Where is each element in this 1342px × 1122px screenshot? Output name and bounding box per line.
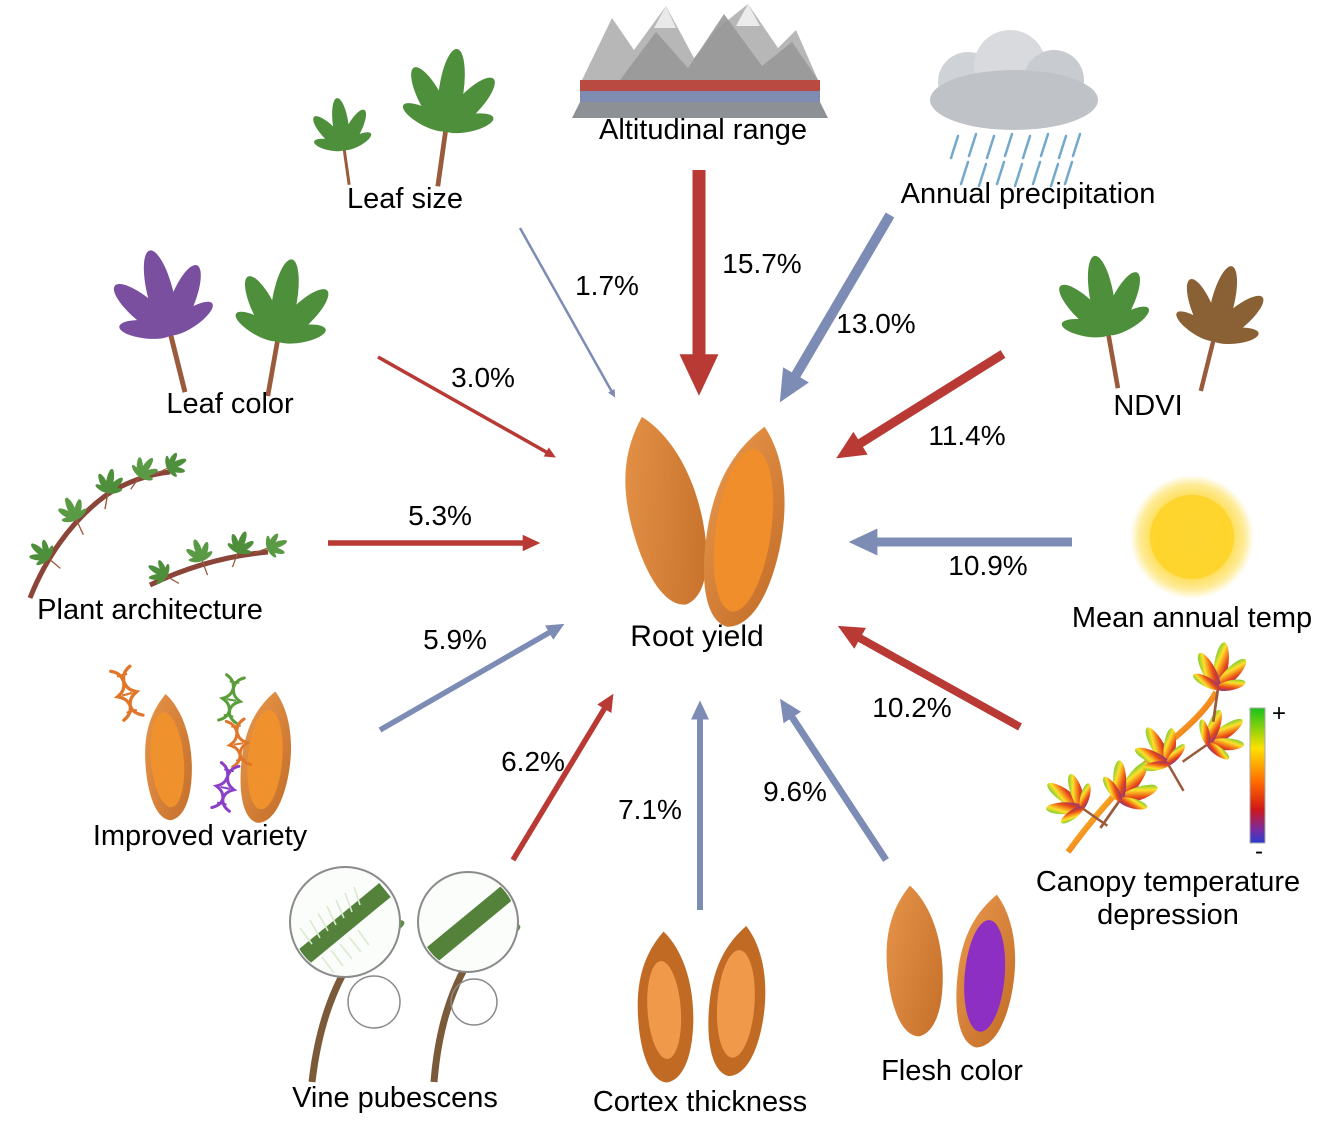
percent-plant-architecture: 5.3% (408, 500, 472, 531)
percent-improved-variety: 5.9% (423, 624, 487, 655)
arrow-leaf-size (518, 227, 616, 398)
arrow-vine-pubescens (510, 693, 614, 862)
percent-flesh-color: 9.6% (763, 776, 827, 807)
temperature-colorbar (1249, 707, 1266, 844)
label-plant-architecture: Plant architecture (37, 594, 263, 626)
dna-icon (109, 664, 145, 722)
leaf-color-icon (99, 238, 340, 405)
percent-canopy-temperature-depression: 10.2% (872, 692, 952, 723)
rain-lines (949, 132, 1082, 188)
percent-ndvi: 11.4% (928, 420, 1006, 451)
arrow-annual-precipitation (779, 212, 895, 403)
colorbar-minus-label: - (1255, 838, 1263, 865)
percent-leaf-size: 1.7% (575, 270, 639, 301)
label-flesh-color: Flesh color (881, 1055, 1023, 1087)
arrow-flesh-color (780, 698, 889, 862)
arrow-canopy-temperature-depression (837, 625, 1022, 731)
colorbar-plus-label: + (1272, 700, 1287, 727)
label-cortex-thickness: Cortex thickness (592, 1086, 808, 1118)
pubescence-hairs (299, 886, 370, 974)
label-annual-precipitation: Annual precipitation (900, 178, 1156, 210)
percent-vine-pubescens: 6.2% (501, 746, 565, 777)
arrows (328, 170, 1072, 910)
percent-leaf-color: 3.0% (451, 362, 515, 393)
label-vine-pubescens: Vine pubescens (292, 1082, 498, 1114)
label-ndvi: NDVI (1113, 390, 1183, 422)
plant-architecture-icon (21, 447, 292, 599)
leaf-size-icon (304, 42, 506, 193)
percent-altitudinal-range: 15.7% (722, 248, 802, 279)
label-leaf-size: Leaf size (346, 183, 464, 215)
arrow-leaf-color (377, 355, 556, 458)
dna-icon (210, 761, 241, 813)
flesh-color-icon (878, 883, 1022, 1051)
label-improved-variety: Improved variety (92, 820, 308, 852)
label-canopy-temperature-depression: Canopy temperature depression (1035, 866, 1301, 932)
root-yield-icon (603, 408, 797, 633)
mean-annual-temp-icon (1130, 475, 1254, 599)
ndvi-icon (1047, 248, 1276, 402)
label-leaf-color: Leaf color (166, 388, 294, 420)
arrow-improved-variety (378, 623, 565, 733)
annual-precipitation-icon (930, 30, 1098, 188)
improved-variety-icon (109, 664, 297, 826)
percent-mean-annual-temp: 10.9% (948, 550, 1028, 581)
vine-pubescens-icon (289, 866, 534, 1083)
label-root-yield: Root yield (630, 620, 764, 653)
altitudinal-range-icon (572, 4, 828, 118)
percent-cortex-thickness: 7.1% (618, 794, 682, 825)
arrow-ndvi (836, 350, 1006, 459)
dna-icon (217, 673, 246, 725)
label-altitudinal-range: Altitudinal range (599, 114, 807, 146)
cortex-thickness-icon (632, 923, 771, 1085)
label-mean-annual-temp: Mean annual temp (1071, 602, 1313, 634)
canopy-temperature-depression-icon (1031, 636, 1266, 854)
percent-annual-precipitation: 13.0% (836, 308, 916, 339)
